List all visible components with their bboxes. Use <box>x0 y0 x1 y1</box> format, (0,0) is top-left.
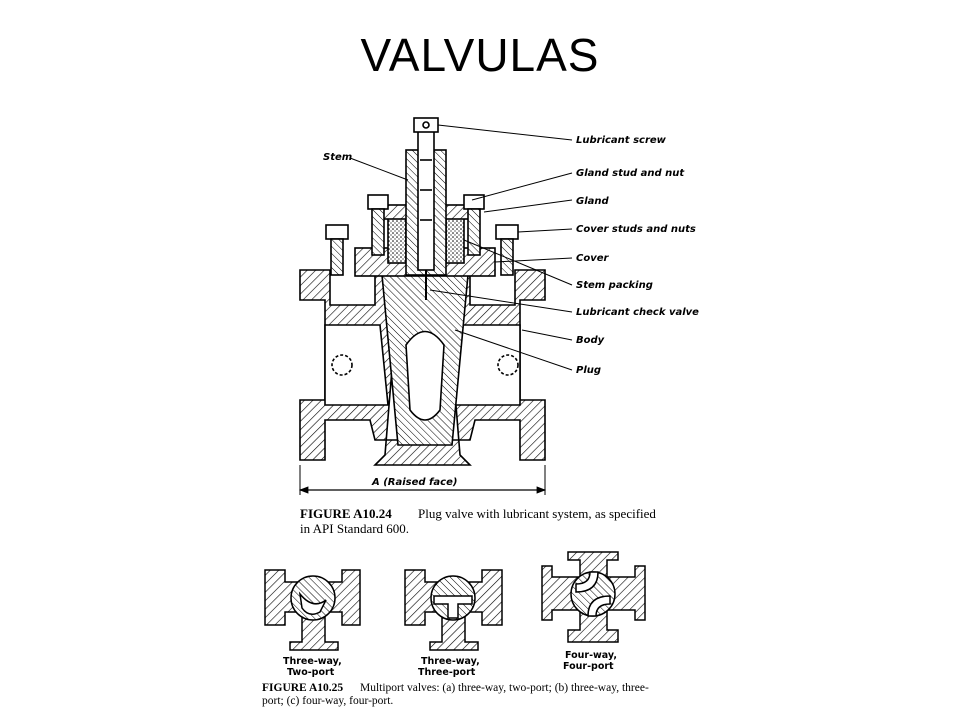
label-body: Body <box>576 335 605 346</box>
right-port-circle <box>497 354 519 376</box>
figure1-caption-line2: in API Standard 600. <box>300 521 409 536</box>
figure2-caption-line2: port; (c) four-way, four-port. <box>262 695 393 707</box>
gland-stud-left <box>371 208 385 256</box>
label-check-valve: Lubricant check valve <box>576 307 699 318</box>
plug-valve-drawing <box>298 117 547 495</box>
label-plug: Plug <box>576 365 601 376</box>
label-raised-face: A (Raised face) <box>371 477 457 488</box>
valve-c-label-line2: Four-port <box>563 661 614 672</box>
valve-b-label-line1: Three-way, <box>421 656 480 667</box>
figure1-caption-id: FIGURE A10.24 <box>300 506 392 521</box>
figure2-caption-line1: Multiport valves: (a) three-way, two-por… <box>360 682 649 694</box>
cover-stud-left <box>330 238 344 276</box>
slide-title: VALVULAS <box>360 29 600 81</box>
multiport-valve-b <box>404 569 503 651</box>
flow-bore-right <box>453 324 521 406</box>
leader-lines <box>349 124 573 371</box>
cover-stud-right <box>500 238 514 276</box>
multiport-valve-c <box>541 551 646 643</box>
gland-stud-right <box>467 208 481 256</box>
gland-nut-left <box>367 194 389 210</box>
label-stem: Stem <box>323 152 352 163</box>
label-gland-stud: Gland stud and nut <box>576 168 685 179</box>
valve-a-label-line2: Two-port <box>287 667 335 678</box>
label-stem-packing: Stem packing <box>576 280 653 291</box>
valve-a-label-line1: Three-way, <box>283 656 342 667</box>
lubricant-screw <box>417 119 435 271</box>
label-cover-studs: Cover studs and nuts <box>576 224 696 235</box>
cover-nut-left <box>325 224 349 240</box>
flow-bore <box>324 324 389 406</box>
stem-packing <box>387 214 407 264</box>
figure2-caption-id: FIGURE A10.25 <box>262 682 343 694</box>
label-lubricant-screw: Lubricant screw <box>576 135 667 146</box>
valve-c-label-line1: Four-way, <box>565 650 617 661</box>
label-cover: Cover <box>576 253 610 264</box>
cover-nut-right <box>495 224 519 240</box>
valve-b-label-line2: Three-port <box>418 667 476 678</box>
multiport-valve-a <box>264 569 361 651</box>
label-gland: Gland <box>576 196 610 207</box>
lubricant-screw-cap <box>413 117 439 133</box>
figure1-caption-line1: Plug valve with lubricant system, as spe… <box>418 506 656 521</box>
left-port-circle <box>331 354 353 376</box>
plug-port <box>405 330 445 421</box>
stem-packing-right <box>445 214 465 264</box>
